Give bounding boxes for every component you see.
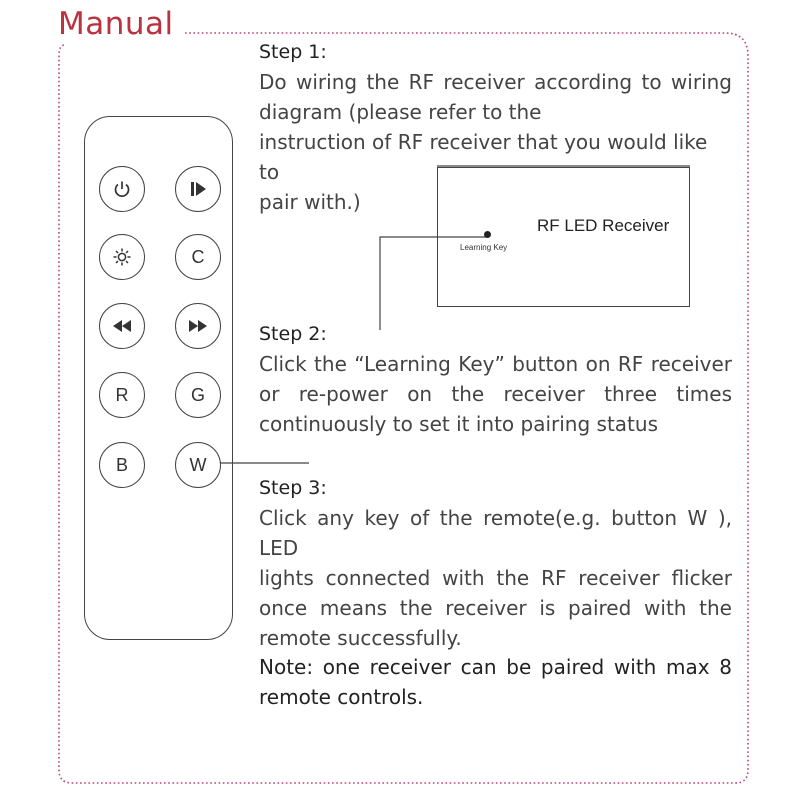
step-2-line: continuously to set it into pairing stat… bbox=[259, 412, 658, 436]
rf-receiver-diagram: Learning Key RF LED Receiver bbox=[437, 167, 690, 307]
rewind-icon bbox=[111, 318, 133, 334]
step-1-heading: Step 1: bbox=[259, 41, 327, 63]
step-1-line: pair with.) bbox=[259, 190, 361, 214]
rewind-button[interactable] bbox=[99, 303, 145, 349]
power-button[interactable] bbox=[99, 166, 145, 212]
g-button-label: G bbox=[190, 384, 205, 405]
fast-forward-icon bbox=[187, 318, 209, 334]
note-line: Note: one receiver can be paired with ma… bbox=[259, 655, 732, 679]
step-3-line: remote successfully. bbox=[259, 626, 462, 650]
step-1-line: diagram (please refer to the bbox=[259, 100, 542, 124]
note: Note: one receiver can be paired with ma… bbox=[259, 652, 732, 712]
step-3-line: Click any key of the remote(e.g. button … bbox=[259, 506, 732, 560]
step-1-line: Do wiring the RF receiver according to w… bbox=[259, 70, 732, 94]
c-button[interactable]: C bbox=[175, 234, 221, 280]
r-button-label: R bbox=[115, 384, 129, 405]
brightness-button[interactable] bbox=[99, 234, 145, 280]
step-2: Step 2: Click the “Learning Key” button … bbox=[259, 319, 732, 439]
step-3: Step 3: Click any key of the remote(e.g.… bbox=[259, 473, 732, 653]
remote-control: C R G B W bbox=[84, 116, 233, 640]
step-2-line: Click the “Learning Key” button on RF re… bbox=[259, 352, 732, 376]
w-button[interactable]: W bbox=[175, 442, 221, 488]
page-title: Manual bbox=[58, 6, 174, 42]
play-pause-icon bbox=[188, 179, 208, 199]
b-button-label: B bbox=[115, 454, 128, 475]
step-3-line: once means the receiver is paired with t… bbox=[259, 596, 732, 620]
learning-key-label: Learning Key bbox=[460, 243, 508, 252]
power-icon bbox=[112, 179, 132, 199]
receiver-label: RF LED Receiver bbox=[537, 216, 670, 235]
step-3-line: lights connected with the RF receiver fl… bbox=[259, 566, 732, 590]
step-2-heading: Step 2: bbox=[259, 323, 327, 345]
b-button[interactable]: B bbox=[99, 442, 145, 488]
fast-forward-button[interactable] bbox=[175, 303, 221, 349]
play-pause-button[interactable] bbox=[175, 166, 221, 212]
learning-key-dot bbox=[484, 231, 491, 238]
brightness-icon bbox=[112, 247, 132, 267]
step-1: Step 1: Do wiring the RF receiver accord… bbox=[259, 37, 732, 217]
r-button[interactable]: R bbox=[99, 372, 145, 418]
step-2-line: or re-power on the receiver three times bbox=[259, 382, 732, 406]
step-1-line: instruction of RF receiver that you woul… bbox=[259, 130, 708, 184]
g-button[interactable]: G bbox=[175, 372, 221, 418]
w-button-label: W bbox=[189, 454, 207, 475]
c-button-label: C bbox=[191, 246, 205, 267]
note-line: remote controls. bbox=[259, 685, 424, 709]
step-3-heading: Step 3: bbox=[259, 477, 327, 499]
